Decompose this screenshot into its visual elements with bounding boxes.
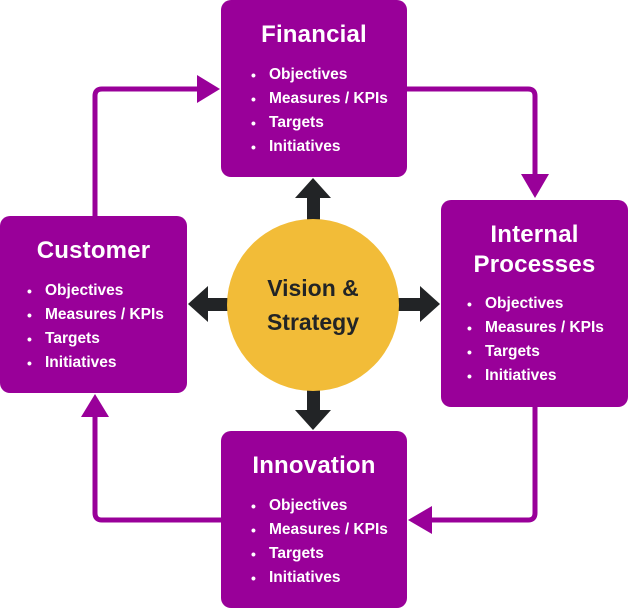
list-item: Measures / KPIs bbox=[465, 316, 628, 340]
list-item: Objectives bbox=[465, 292, 628, 316]
connector-customer-to-financial bbox=[92, 86, 202, 216]
list-item: Measures / KPIs bbox=[249, 518, 407, 542]
innovation-list: Objectives Measures / KPIs Targets Initi… bbox=[249, 494, 407, 590]
vision-strategy-circle: Vision & Strategy bbox=[227, 219, 399, 391]
internal-title-line1: Internal bbox=[490, 221, 579, 248]
list-item: Objectives bbox=[249, 494, 407, 518]
financial-box: Financial Objectives Measures / KPIs Tar… bbox=[221, 0, 407, 177]
arrowhead-to-innovation bbox=[408, 506, 432, 534]
list-item: Measures / KPIs bbox=[25, 303, 187, 327]
list-item: Targets bbox=[249, 111, 407, 135]
center-arrow-left-icon bbox=[188, 286, 208, 322]
list-item: Targets bbox=[249, 542, 407, 566]
center-arrow-down-shaft bbox=[307, 390, 320, 414]
center-arrow-down-icon bbox=[295, 410, 331, 430]
center-arrow-left-shaft bbox=[205, 298, 229, 311]
center-arrow-right-icon bbox=[420, 286, 440, 322]
arrowhead-to-financial bbox=[197, 75, 220, 103]
customer-box: Customer Objectives Measures / KPIs Targ… bbox=[0, 216, 187, 393]
list-item: Initiatives bbox=[249, 566, 407, 590]
innovation-box: Innovation Objectives Measures / KPIs Ta… bbox=[221, 431, 407, 608]
list-item: Measures / KPIs bbox=[249, 87, 407, 111]
connector-financial-to-internal bbox=[407, 86, 538, 180]
internal-processes-title: Internal Processes bbox=[441, 220, 628, 280]
list-item: Initiatives bbox=[25, 351, 187, 375]
financial-title: Financial bbox=[261, 21, 367, 48]
arrowhead-to-internal bbox=[521, 174, 549, 198]
internal-processes-list: Objectives Measures / KPIs Targets Initi… bbox=[465, 292, 628, 388]
center-arrow-up-shaft bbox=[307, 194, 320, 220]
innovation-title: Innovation bbox=[252, 452, 376, 479]
center-label-line2: Strategy bbox=[266, 309, 360, 335]
center-label-line1: Vision & bbox=[267, 275, 359, 301]
internal-title-line2: Processes bbox=[473, 251, 596, 278]
connector-innovation-to-customer bbox=[92, 412, 221, 523]
list-item: Targets bbox=[25, 327, 187, 351]
center-arrow-right-shaft bbox=[398, 298, 422, 311]
list-item: Objectives bbox=[25, 279, 187, 303]
center-arrow-up-icon bbox=[295, 178, 331, 198]
customer-list: Objectives Measures / KPIs Targets Initi… bbox=[25, 279, 187, 375]
connector-internal-to-innovation bbox=[425, 407, 538, 523]
financial-list: Objectives Measures / KPIs Targets Initi… bbox=[249, 63, 407, 159]
list-item: Objectives bbox=[249, 63, 407, 87]
arrowhead-to-customer bbox=[81, 394, 109, 417]
list-item: Targets bbox=[465, 340, 628, 364]
customer-title: Customer bbox=[36, 237, 151, 264]
internal-processes-box: Internal Processes Objectives Measures /… bbox=[441, 200, 628, 407]
list-item: Initiatives bbox=[465, 364, 628, 388]
list-item: Initiatives bbox=[249, 135, 407, 159]
